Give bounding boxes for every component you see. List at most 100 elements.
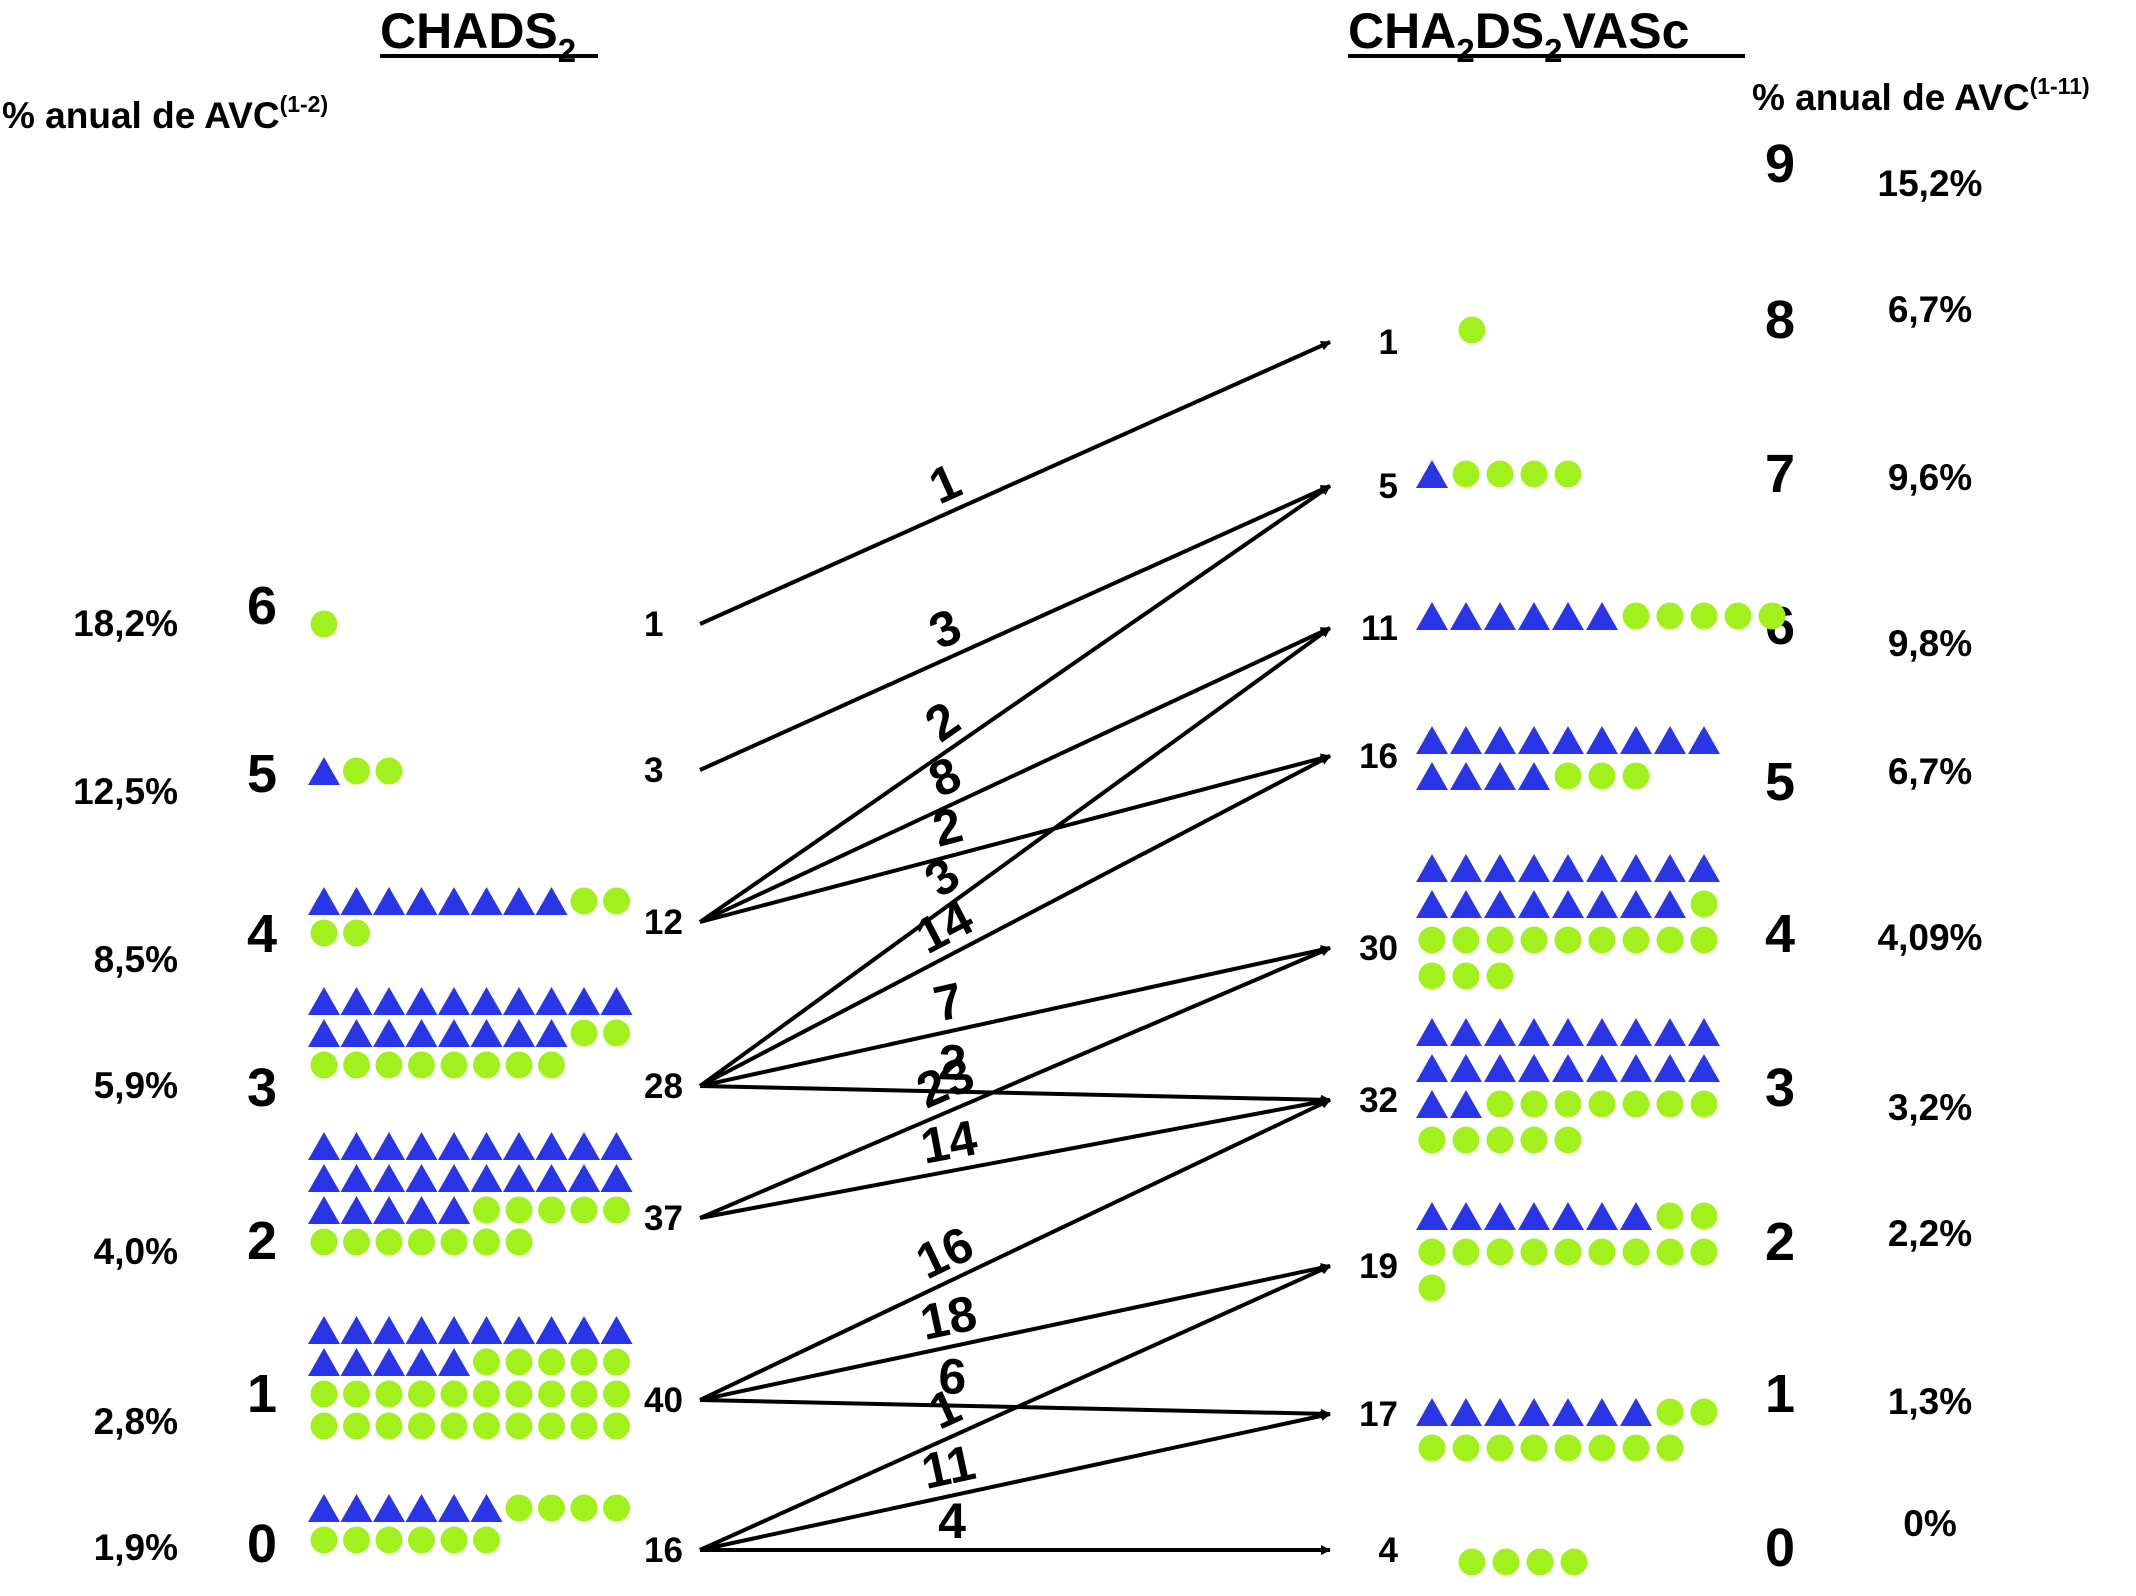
blue-triangle-mark	[1688, 726, 1720, 754]
green-circle-mark	[603, 1348, 630, 1376]
green-circle-mark	[1458, 316, 1486, 344]
blue-triangle-mark	[1416, 726, 1448, 754]
flow-1-to-2: 18	[699, 1262, 1331, 1402]
blue-triangle-mark	[600, 1132, 633, 1160]
flow-label: 7	[929, 972, 968, 1033]
blue-triangle-mark	[308, 887, 340, 915]
blue-triangle-mark	[1552, 854, 1584, 882]
green-circle-mark	[1622, 926, 1650, 954]
cha2ds2vasc-score: 7	[1765, 444, 1795, 504]
green-circle-mark	[1656, 1238, 1684, 1266]
blue-triangle-mark	[373, 1164, 405, 1192]
green-circle-mark	[375, 1228, 403, 1256]
blue-triangle-mark	[1620, 890, 1652, 918]
green-circle-mark	[1656, 926, 1684, 954]
green-circle-mark	[603, 1380, 630, 1408]
green-circle-mark	[505, 1348, 533, 1376]
cha2ds2vasc-score: 5	[1765, 752, 1795, 812]
flow-4-to-6: 8	[699, 626, 1331, 924]
green-circle-mark	[408, 1228, 435, 1256]
blue-triangle-mark	[1688, 1018, 1720, 1046]
green-circle-mark	[1486, 1434, 1514, 1462]
blue-triangle-mark	[1620, 1018, 1652, 1046]
blue-triangle-mark	[600, 987, 633, 1015]
blue-triangle-mark	[340, 1019, 373, 1047]
right-title: CHA2DS2VASc	[1348, 3, 1689, 69]
green-circle-mark	[408, 1526, 435, 1554]
green-circle-mark	[408, 1380, 435, 1408]
blue-triangle-mark	[1518, 602, 1550, 630]
green-circle-mark	[1418, 962, 1446, 990]
flow-3-to-3: 2	[699, 1034, 1331, 1105]
chads2-count: 16	[644, 1531, 683, 1570]
green-circle-mark	[1690, 890, 1718, 918]
green-circle-mark	[505, 1494, 533, 1522]
blue-triangle-mark	[1552, 1398, 1584, 1426]
green-circle-mark	[473, 1348, 500, 1376]
blue-triangle-mark	[340, 1132, 373, 1160]
blue-triangle-mark	[1654, 1054, 1686, 1082]
blue-triangle-mark	[308, 1132, 340, 1160]
green-circle-mark	[473, 1526, 500, 1554]
flow-arrow	[699, 484, 1331, 772]
chads2-score: 5	[247, 744, 277, 804]
chads2-score: 1	[247, 1364, 277, 1424]
cha2ds2vasc-rate: 2,2%	[1888, 1213, 1972, 1254]
green-circle-mark	[505, 1196, 533, 1224]
green-circle-mark	[1486, 1090, 1514, 1118]
blue-triangle-mark	[308, 1019, 340, 1047]
green-circle-mark	[310, 1526, 338, 1554]
blue-triangle-mark	[1450, 1090, 1482, 1118]
green-circle-mark	[343, 919, 370, 947]
flow-0-to-0: 4	[700, 1493, 1331, 1555]
green-circle-mark	[343, 1051, 370, 1079]
blue-triangle-mark	[340, 987, 373, 1015]
flow-6-to-8: 1	[699, 340, 1331, 626]
cha2ds2vasc-rate: 9,6%	[1888, 457, 1972, 498]
green-circle-mark	[1486, 1126, 1514, 1154]
green-circle-mark	[1554, 1238, 1582, 1266]
flow-3-to-4: 7	[699, 945, 1331, 1088]
blue-triangle-mark	[340, 1196, 373, 1224]
flow-arrow	[699, 1098, 1331, 1402]
blue-triangle-mark	[340, 1164, 373, 1192]
flow-label: 16	[908, 1215, 982, 1289]
green-circle-mark	[1588, 762, 1616, 790]
green-circle-mark	[538, 1412, 565, 1440]
blue-triangle-mark	[1654, 726, 1686, 754]
blue-triangle-mark	[373, 1316, 405, 1344]
blue-triangle-mark	[373, 1494, 405, 1522]
green-circle-mark	[538, 1196, 565, 1224]
chads2-score: 0	[247, 1514, 277, 1574]
green-circle-mark	[473, 1228, 500, 1256]
cha2ds2vasc-count: 32	[1359, 1081, 1398, 1120]
blue-triangle-mark	[1416, 602, 1448, 630]
blue-triangle-mark	[1484, 1018, 1516, 1046]
blue-triangle-mark	[1654, 1018, 1686, 1046]
blue-triangle-mark	[373, 887, 405, 915]
blue-triangle-mark	[1484, 1202, 1516, 1230]
green-circle-mark	[1486, 926, 1514, 954]
blue-triangle-mark	[503, 1316, 535, 1344]
blue-triangle-mark	[340, 887, 373, 915]
blue-triangle-mark	[470, 987, 503, 1015]
chads2-score: 4	[247, 904, 277, 964]
green-circle-mark	[1656, 1434, 1684, 1462]
green-circle-mark	[1452, 1126, 1480, 1154]
flow-arrow	[699, 1084, 1331, 1105]
flow-label: 18	[915, 1285, 981, 1351]
blue-triangle-mark	[405, 1164, 438, 1192]
blue-triangle-mark	[1654, 854, 1686, 882]
green-circle-mark	[1520, 1126, 1548, 1154]
cha2ds2vasc-rate: 9,8%	[1888, 623, 1972, 664]
cha2ds2vasc-count: 11	[1361, 609, 1398, 648]
cha2ds2vasc-rate: 0%	[1903, 1503, 1956, 1544]
chads2-count: 37	[644, 1199, 683, 1238]
chads2-rate: 5,9%	[94, 1065, 178, 1106]
blue-triangle-mark	[1620, 1054, 1652, 1082]
flow-arrow	[699, 946, 1331, 1220]
